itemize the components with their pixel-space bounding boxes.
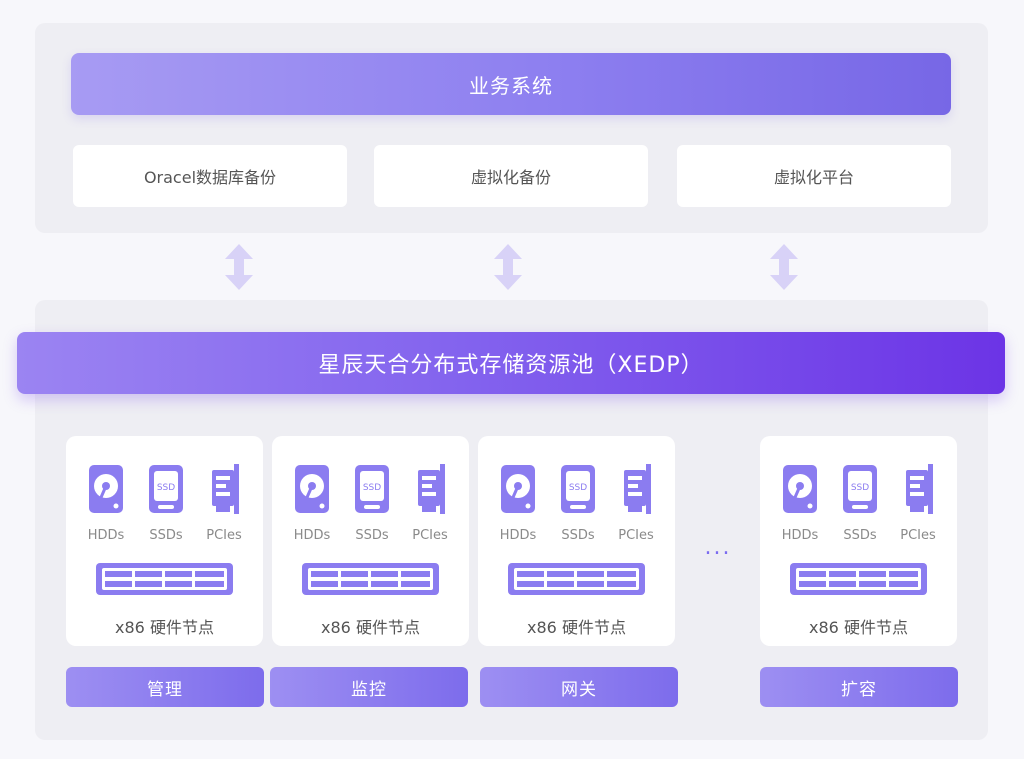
ssds-label: SSDs <box>355 528 389 543</box>
node-card: SSD HDDs SSDs PCIes x86 硬件节点 <box>478 436 675 646</box>
function-monitoring: 监控 <box>270 667 468 707</box>
node-card: SSD HDDs SSDs PCIes x86 硬件节点 <box>66 436 263 646</box>
function-gateway: 网关 <box>480 667 678 707</box>
hdd-icon <box>783 465 817 513</box>
ssd-text: SSD <box>851 483 869 493</box>
ssd-icon: SSD <box>149 465 183 513</box>
server-rack-icon <box>302 563 439 595</box>
business-system-bar: 业务系统 <box>71 53 951 115</box>
node-title: x86 硬件节点 <box>527 618 626 637</box>
node-title: x86 硬件节点 <box>809 618 908 637</box>
hdd-icon <box>501 465 535 513</box>
server-rack-icon <box>790 563 927 595</box>
function-scale-out: 扩容 <box>760 667 958 707</box>
pcies-label: PCIes <box>206 528 242 543</box>
node-title: x86 硬件节点 <box>115 618 214 637</box>
ssds-label: SSDs <box>843 528 877 543</box>
ssds-label: SSDs <box>561 528 595 543</box>
ssd-text: SSD <box>363 483 381 493</box>
pcie-card-icon <box>418 464 445 514</box>
ssd-text: SSD <box>569 483 587 493</box>
node-card: SSD HDDs SSDs PCIes x86 硬件节点 <box>272 436 469 646</box>
ssds-label: SSDs <box>149 528 183 543</box>
node-card: SSD HDDs SSDs PCIes x86 硬件节点 <box>760 436 957 646</box>
ssd-icon: SSD <box>561 465 595 513</box>
hdds-label: HDDs <box>499 528 537 543</box>
pcie-card-icon <box>624 464 651 514</box>
more-nodes-ellipsis: ... <box>704 535 732 560</box>
hdd-icon <box>295 465 329 513</box>
hdds-label: HDDs <box>781 528 819 543</box>
storage-pool-bar: 星辰天合分布式存储资源池（XEDP） <box>17 332 1005 394</box>
server-rack-icon <box>96 563 233 595</box>
hdd-icon <box>89 465 123 513</box>
double-arrow-icon <box>225 244 253 290</box>
app-virtualization-backup: 虚拟化备份 <box>374 145 648 207</box>
pcies-label: PCIes <box>618 528 654 543</box>
app-oracle-backup: Oracel数据库备份 <box>73 145 347 207</box>
ssd-icon: SSD <box>843 465 877 513</box>
pcies-label: PCIes <box>412 528 448 543</box>
app-virtualization-platform: 虚拟化平台 <box>677 145 951 207</box>
server-rack-icon <box>508 563 645 595</box>
hdds-label: HDDs <box>293 528 331 543</box>
double-arrow-icon <box>494 244 522 290</box>
double-arrow-icon <box>770 244 798 290</box>
pcie-card-icon <box>212 464 239 514</box>
function-management: 管理 <box>66 667 264 707</box>
ssd-icon: SSD <box>355 465 389 513</box>
pcie-card-icon <box>906 464 933 514</box>
node-title: x86 硬件节点 <box>321 618 420 637</box>
hdds-label: HDDs <box>87 528 125 543</box>
ssd-text: SSD <box>157 483 175 493</box>
pcies-label: PCIes <box>900 528 936 543</box>
